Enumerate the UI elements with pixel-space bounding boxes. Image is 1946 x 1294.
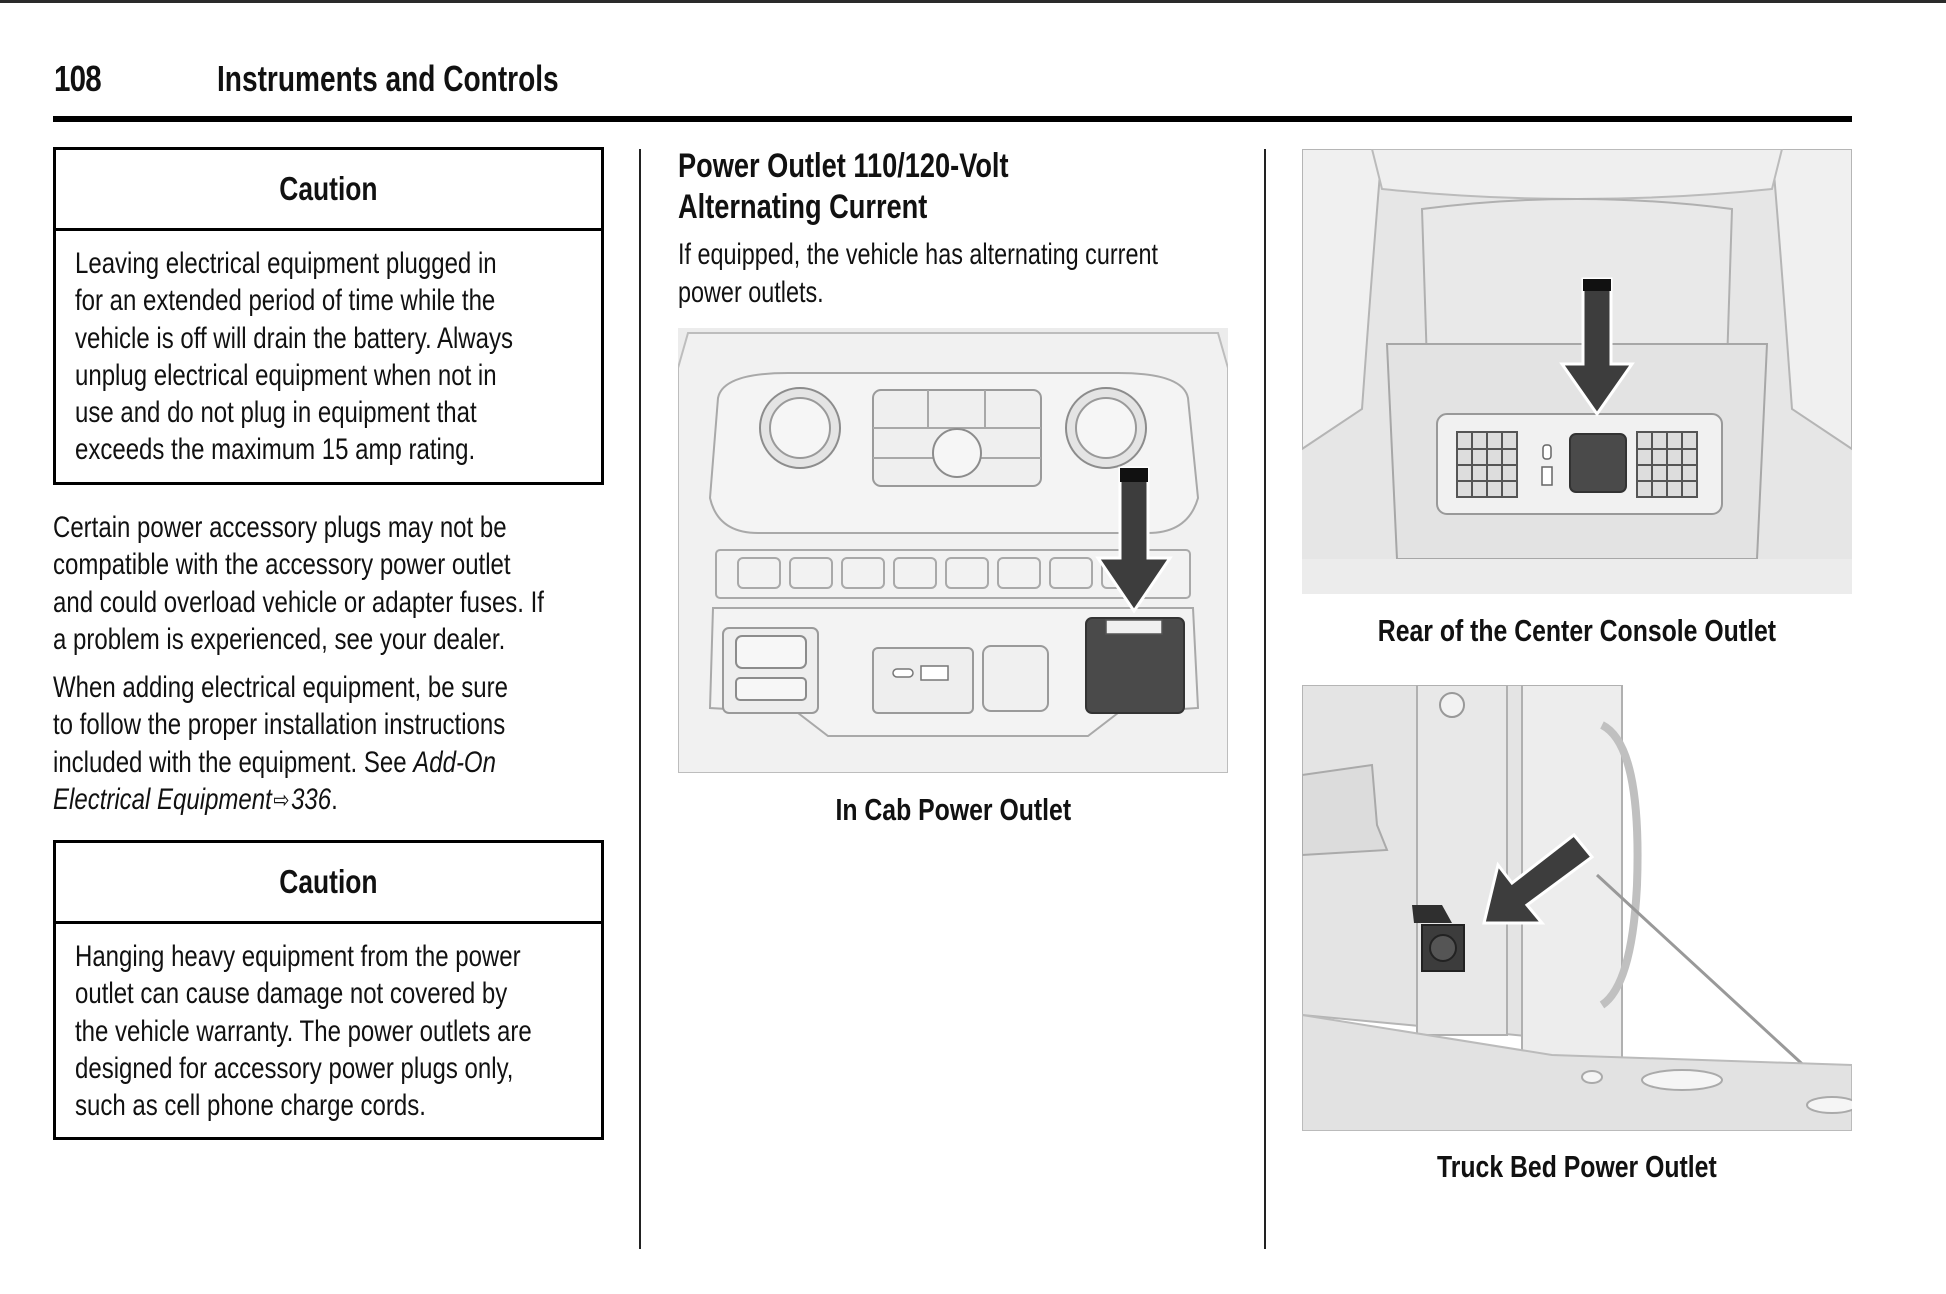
arrow-down-icon (1559, 277, 1635, 417)
tailgate-handle (1599, 721, 1642, 1009)
right-knob-icon (1065, 387, 1147, 469)
figure-caption: In Cab Power Outlet (678, 792, 1228, 828)
arrow-tail (1583, 279, 1611, 291)
paragraph-adding-equipment: When adding electrical equipment, be sur… (53, 669, 633, 819)
caution-title: Caution (56, 170, 601, 208)
xref-link-part2[interactable]: Electrical Equipment (53, 782, 272, 816)
dashboard-illustration (678, 328, 1228, 773)
caution-line: designed for accessory power plugs only, (75, 1051, 514, 1085)
arrow-down-icon (1095, 466, 1173, 614)
caption-text: Rear of the Center Console Outlet (1377, 613, 1777, 648)
usb-c-icon (892, 668, 914, 678)
caution-body: Hanging heavy equipment from the power o… (56, 924, 601, 1124)
truck-bed-outlet-illustration (1302, 685, 1852, 1131)
button-strip (715, 549, 1191, 599)
left-knob-icon (759, 387, 841, 469)
caution-line: Hanging heavy equipment from the power (75, 940, 521, 973)
caution-box-heavy-equipment: Caution Hanging heavy equipment from the… (53, 840, 604, 1140)
xref-page-number[interactable]: 336 (291, 782, 332, 816)
page-number-text: 108 (54, 58, 102, 99)
rear-console-outlet-illustration (1302, 149, 1852, 594)
paragraph-line: to follow the proper installation instru… (53, 708, 506, 742)
column-divider (1264, 149, 1266, 1249)
column-divider (639, 149, 641, 1249)
intro-paragraph: If equipped, the vehicle has alternating… (678, 236, 1293, 312)
caution-line: unplug electrical equipment when not in (75, 358, 497, 392)
caution-body: Leaving electrical equipment plugged in … (56, 231, 601, 469)
caution-title-text: Caution (279, 170, 378, 207)
paragraph-period: . (331, 782, 338, 816)
center-control-cluster (872, 389, 1042, 487)
paragraph-line: included with the equipment. See Add-On (53, 744, 517, 781)
console-illustration (1302, 149, 1852, 594)
tailgate-cable (1595, 873, 1814, 1075)
intro-line: If equipped, the vehicle has alternating… (678, 238, 1159, 271)
heading-line: Alternating Current (678, 188, 928, 226)
caution-line: exceeds the maximum 15 amp rating. (75, 433, 476, 467)
arrow-right-outline-icon: ⇨ (273, 786, 290, 814)
caution-line: outlet can cause damage not covered by (75, 977, 508, 1011)
xref-link-part1[interactable]: Add-On (413, 745, 496, 779)
paragraph-line: and could overload vehicle or adapter fu… (53, 585, 544, 619)
usb-c-icon (1542, 444, 1552, 460)
usb-a-icon (920, 665, 949, 681)
caution-line: use and do not plug in equipment that (75, 396, 477, 430)
caution-line: the vehicle warranty. The power outlets … (75, 1014, 532, 1048)
ac-outlet-cover (1569, 433, 1627, 493)
caution-line: Leaving electrical equipment plugged in (75, 247, 497, 280)
paragraph-line: compatible with the accessory power outl… (53, 548, 511, 582)
ac-outlet-icon (1412, 905, 1465, 972)
figure-caption: Rear of the Center Console Outlet (1302, 613, 1852, 649)
page-number: 108 (54, 58, 111, 100)
caution-title-text: Caution (279, 863, 378, 900)
paragraph-line: Certain power accessory plugs may not be (53, 511, 507, 544)
caption-text: Truck Bed Power Outlet (1437, 1149, 1717, 1184)
page-top-border (0, 0, 1946, 3)
heading-line: Power Outlet 110/120-Volt (678, 147, 1009, 185)
caution-box-battery: Caution Leaving electrical equipment plu… (53, 147, 604, 485)
paragraph-line: a problem is experienced, see your deale… (53, 622, 506, 656)
bed-pillar (1416, 685, 1508, 1036)
caution-line: vehicle is off will drain the battery. A… (75, 321, 513, 355)
caution-header: Caution (56, 150, 601, 231)
section-title: Instruments and Controls (217, 58, 655, 100)
truck-bed-illustration (1302, 685, 1852, 1131)
aux-cover (982, 645, 1049, 712)
caution-title: Caution (56, 863, 601, 901)
left-vent-icon (1456, 431, 1518, 498)
intro-line: power outlets. (678, 276, 824, 309)
usb-a-icon (1541, 466, 1553, 486)
section-heading: Power Outlet 110/120-Volt Alternating Cu… (678, 146, 1091, 228)
caution-line: for an extended period of time while the (75, 284, 496, 318)
caption-text: In Cab Power Outlet (835, 792, 1071, 827)
arrow-down-left-icon (1482, 832, 1595, 925)
in-cab-outlet-illustration (678, 328, 1228, 773)
header-rule (53, 116, 1852, 122)
right-vent-icon (1636, 431, 1698, 498)
armrest-top (1370, 149, 1784, 200)
arrow-tail (1120, 468, 1148, 482)
paragraph-line: When adding electrical equipment, be sur… (53, 671, 508, 704)
tailgate-floor (1302, 1013, 1852, 1131)
figure-caption: Truck Bed Power Outlet (1302, 1149, 1852, 1185)
caution-line: such as cell phone charge cords. (75, 1089, 426, 1123)
caution-header: Caution (56, 843, 601, 924)
section-title-text: Instruments and Controls (217, 58, 559, 99)
paragraph-line: Electrical Equipment⇨336. (53, 781, 517, 819)
paragraph-text: included with the equipment. See (53, 745, 414, 779)
ac-outlet-cover (1085, 617, 1185, 714)
paragraph-accessory-plugs: Certain power accessory plugs may not be… (53, 509, 633, 658)
